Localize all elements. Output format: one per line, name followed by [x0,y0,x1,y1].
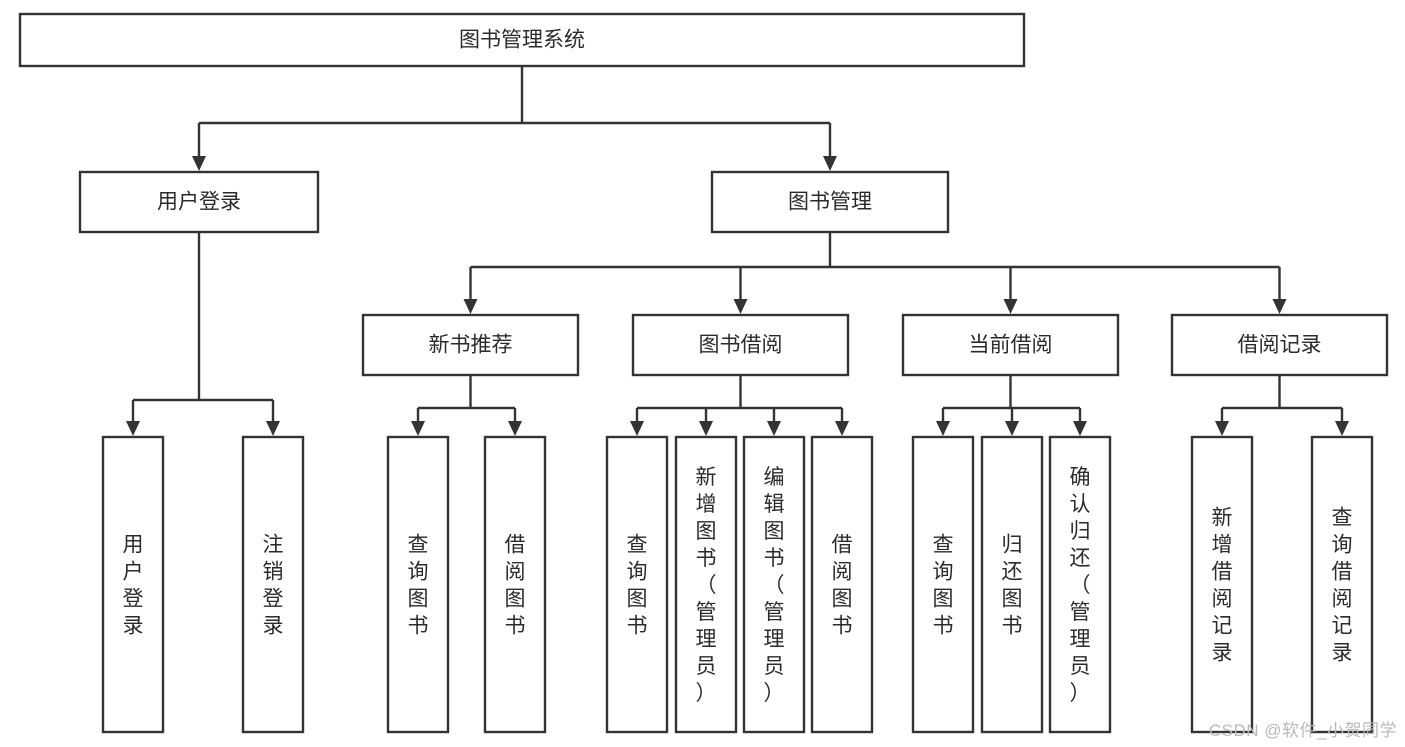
node-box [101,435,165,734]
node-level2[interactable]: 借阅记录 [1170,313,1389,377]
arrow-head-icon [630,421,644,436]
node-label: 图书管理系统 [459,29,585,52]
node-label: 查询图书 [933,534,954,638]
node-box [241,435,305,734]
node-leaf[interactable]: 新增图书（管理员） [674,435,738,734]
node-box [810,435,874,734]
node-label: 图书管理 [788,191,872,214]
node-box [1310,435,1374,734]
arrow-head-icon [126,421,140,436]
node-label: 确认归还（管理员） [1070,466,1091,705]
connector-layer [126,66,1349,436]
node-label: 借阅图书 [505,534,526,638]
node-layer: 图书管理系统用户登录图书管理新书推荐图书借阅当前借阅借阅记录用户登录注销登录查询… [18,12,1389,734]
node-box [483,435,547,734]
node-label: 用户登录 [157,191,241,214]
node-box [710,170,950,234]
node-leaf[interactable]: 查询图书 [605,435,669,734]
arrow-head-icon [1335,421,1349,436]
node-leaf[interactable]: 查询借阅记录 [1310,435,1374,734]
node-level1[interactable]: 图书管理 [710,170,950,234]
node-box [911,435,975,734]
arrow-head-icon [699,421,713,436]
node-level2[interactable]: 图书借阅 [631,313,850,377]
arrow-head-icon [1005,421,1019,436]
node-label: 新增图书（管理员） [696,466,717,705]
node-box [386,435,450,734]
node-leaf[interactable]: 查询图书 [386,435,450,734]
node-leaf[interactable]: 查询图书 [911,435,975,734]
node-leaf[interactable]: 借阅图书 [810,435,874,734]
arrow-head-icon [767,421,781,436]
node-leaf[interactable]: 借阅图书 [483,435,547,734]
node-label: 查询图书 [408,534,429,638]
node-label: 查询图书 [627,534,648,638]
node-label: 借阅记录 [1238,334,1322,357]
node-label: 查询借阅记录 [1332,507,1353,665]
arrow-head-icon [936,421,950,436]
arrow-head-icon [835,421,849,436]
arrow-head-icon [508,421,522,436]
arrow-head-icon [1215,421,1229,436]
arrow-head-icon [1003,299,1018,314]
watermark-text: CSDN @软件_小贺同学 [1208,721,1397,740]
node-label: 图书借阅 [699,334,783,357]
node-label: 新增借阅记录 [1212,507,1233,665]
node-box [742,435,806,734]
node-box [78,170,320,234]
arrow-head-icon [823,156,837,171]
node-box [1170,313,1389,377]
node-level1[interactable]: 用户登录 [78,170,320,234]
node-label: 注销登录 [263,534,284,638]
node-level2[interactable]: 当前借阅 [901,313,1120,377]
arrow-head-icon [192,156,206,171]
node-level2[interactable]: 新书推荐 [361,313,580,377]
node-leaf[interactable]: 新增借阅记录 [1190,435,1254,734]
node-leaf[interactable]: 确认归还（管理员） [1048,435,1112,734]
node-label: 借阅图书 [832,534,853,638]
node-box [361,313,580,377]
arrow-head-icon [266,421,280,436]
node-label: 新书推荐 [429,334,513,357]
node-box [980,435,1044,734]
node-box [1190,435,1254,734]
node-box [674,435,738,734]
arrow-head-icon [463,299,478,314]
node-leaf[interactable]: 编辑图书（管理员） [742,435,806,734]
node-root[interactable]: 图书管理系统 [18,12,1026,68]
node-box [18,12,1026,68]
arrow-head-icon [1272,299,1287,314]
node-box [631,313,850,377]
node-leaf[interactable]: 归还图书 [980,435,1044,734]
arrow-head-icon [1073,421,1087,436]
arrow-head-icon [733,299,748,314]
node-label: 用户登录 [123,534,144,638]
arrow-head-icon [411,421,425,436]
node-label: 编辑图书（管理员） [764,466,785,705]
node-box [605,435,669,734]
node-box [1048,435,1112,734]
node-leaf[interactable]: 注销登录 [241,435,305,734]
node-label: 归还图书 [1002,534,1023,638]
node-box [901,313,1120,377]
node-leaf[interactable]: 用户登录 [101,435,165,734]
node-label: 当前借阅 [969,334,1053,357]
